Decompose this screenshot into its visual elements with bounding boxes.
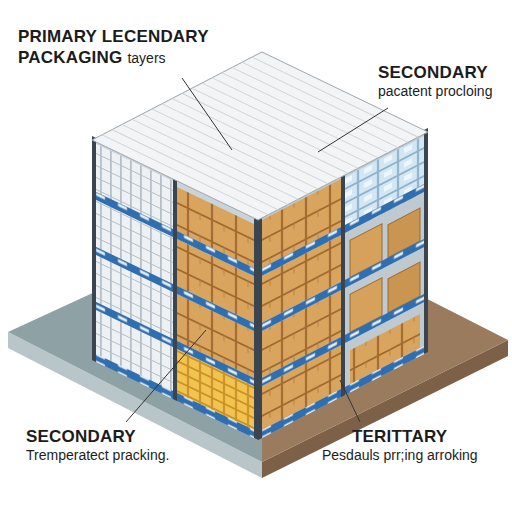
callout-heading: TERITTARY xyxy=(322,426,510,447)
leader-line xyxy=(318,108,388,152)
callout-group: SECONDARYTremperatect pracking. xyxy=(26,426,226,465)
rack-post xyxy=(424,128,428,354)
rack-post xyxy=(341,171,345,397)
callout-heading: PRIMARY LECENDARY PACKAGING xyxy=(18,27,208,67)
rack-roof xyxy=(92,52,428,220)
roof-slats xyxy=(102,57,418,215)
rack-post xyxy=(254,214,258,440)
callout-text: pacatent procloing xyxy=(378,83,510,101)
callout-group: TERITTARYPesdauls prr;ing arroking xyxy=(322,426,510,465)
callout-heading: SECONDARY xyxy=(26,426,226,447)
callout-text: tayers xyxy=(127,50,165,66)
leader-line xyxy=(340,380,360,422)
leader-line xyxy=(126,330,206,422)
callout-text: Pesdauls prr;ing arroking xyxy=(322,447,510,465)
callout-heading: SECONDARY xyxy=(378,62,510,83)
callout-group: SECONDARYpacatent procloing xyxy=(378,62,510,101)
callout-group: PRIMARY LECENDARY PACKAGINGtayers xyxy=(18,26,233,69)
roof-panel xyxy=(92,52,428,220)
rack-post xyxy=(258,214,262,440)
leader-line xyxy=(182,78,232,150)
callout-text: Tremperatect pracking. xyxy=(26,447,226,465)
rack-post xyxy=(92,136,96,362)
